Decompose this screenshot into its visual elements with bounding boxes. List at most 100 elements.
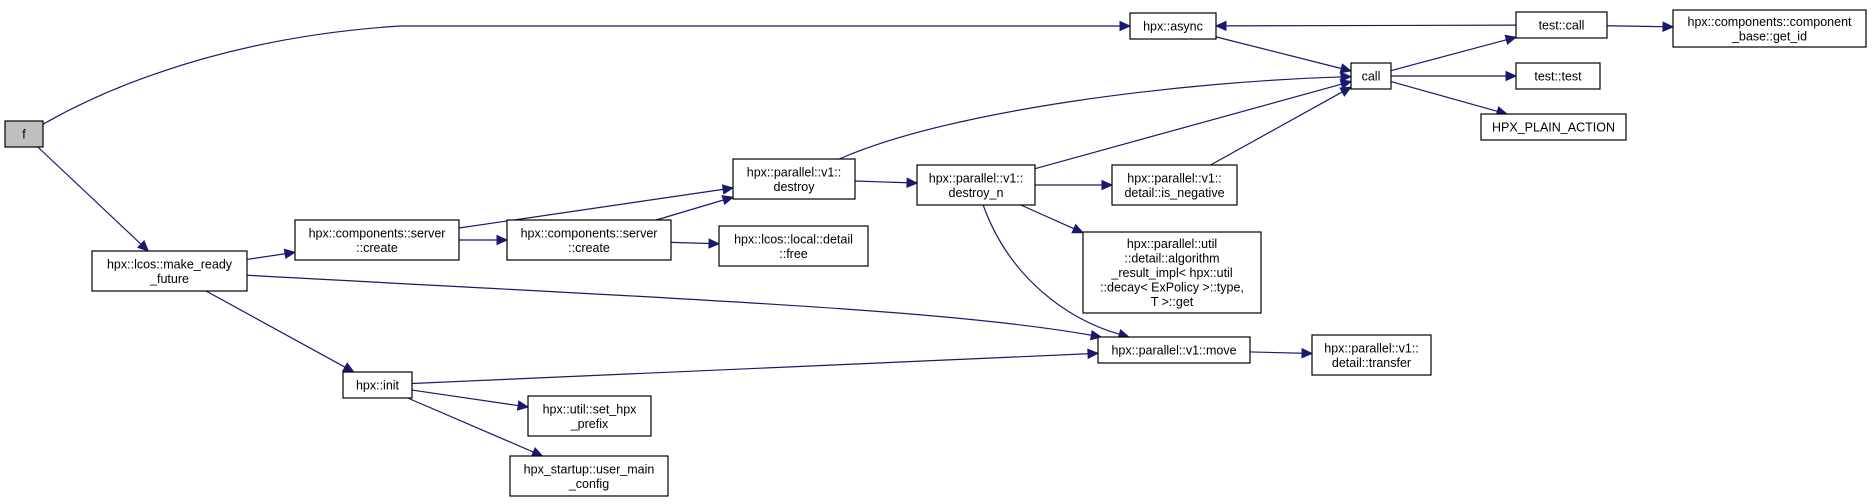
node-label-line: _prefix <box>570 417 609 431</box>
node-label-line: hpx_startup::user_main <box>524 462 655 476</box>
edge-mrf-to-init <box>205 290 355 373</box>
arrowhead-icon <box>721 195 735 206</box>
node-label-line: ::decay< ExPolicy >::type, <box>1100 281 1244 295</box>
edge-line <box>246 274 1092 336</box>
edge-testcall-to-getid <box>1606 21 1675 32</box>
node-label-line: test::call <box>1539 19 1585 33</box>
node-box[interactable] <box>527 395 652 437</box>
arrowhead-icon <box>496 234 509 246</box>
node-label-line: hpx::init <box>356 379 400 393</box>
edge-line <box>411 389 519 407</box>
node-box[interactable] <box>1672 9 1867 48</box>
node-sethpx[interactable]: hpx::util::set_hpx_prefix <box>527 395 652 437</box>
node-label-line: _base::get_id <box>1731 29 1807 43</box>
edge-screate2-to-destroy <box>656 195 735 221</box>
edge-isneg-to-call <box>1210 86 1353 166</box>
node-testtest[interactable]: test::test <box>1515 62 1601 90</box>
edge-call-to-plain <box>1390 81 1509 117</box>
edge-line <box>656 199 724 221</box>
arrowhead-icon <box>708 238 721 249</box>
node-call[interactable]: call <box>1350 62 1392 90</box>
arrowhead-icon <box>906 177 919 188</box>
node-box[interactable] <box>509 455 669 497</box>
node-label-line: hpx::components::server <box>309 226 446 240</box>
edge-destroyn-to-isneg <box>1035 179 1114 191</box>
node-box[interactable] <box>1480 113 1627 141</box>
arrowhead-icon <box>516 400 530 411</box>
node-screate1[interactable]: hpx::components::server::create <box>294 219 460 261</box>
edge-f-to-async <box>42 20 1132 125</box>
nodes-layer: f hpx::async test::call hpx::components::co… <box>4 9 1867 497</box>
node-label-line: hpx::parallel::v1:: <box>1127 171 1222 185</box>
edge-testcall-to-async <box>1214 20 1517 32</box>
edge-line <box>982 204 1120 335</box>
node-transfer[interactable]: hpx::parallel::v1::detail::transfer <box>1311 334 1432 376</box>
node-f[interactable]: f <box>4 120 44 148</box>
node-usermain[interactable]: hpx_startup::user_main_config <box>509 455 669 497</box>
node-screate2[interactable]: hpx::components::server::create <box>506 219 672 261</box>
edge-line <box>411 353 1089 385</box>
node-mrf[interactable]: hpx::lcos::make_ready_future <box>91 250 248 292</box>
node-label-line: hpx::lcos::local::detail <box>734 232 853 246</box>
edge-line <box>42 25 1120 125</box>
node-box[interactable] <box>1350 62 1392 90</box>
node-box[interactable] <box>916 164 1036 206</box>
edge-screate1-to-destroy <box>458 184 735 229</box>
node-box[interactable] <box>506 219 672 261</box>
node-box[interactable] <box>1111 164 1238 206</box>
edge-line <box>1225 24 1517 27</box>
node-async[interactable]: hpx::async <box>1129 12 1217 40</box>
node-label-line: f <box>22 128 26 142</box>
node-plain[interactable]: HPX_PLAIN_ACTION <box>1480 113 1627 141</box>
arrowhead-icon <box>1505 70 1518 82</box>
node-getid[interactable]: hpx::components::component_base::get_id <box>1672 9 1867 48</box>
arrowhead-icon <box>1339 86 1353 97</box>
node-label-line: call <box>1362 70 1381 84</box>
node-label-line: hpx::components::server <box>521 226 658 240</box>
node-box[interactable] <box>1097 336 1251 364</box>
node-box[interactable] <box>732 158 856 200</box>
node-init[interactable]: hpx::init <box>342 371 413 399</box>
node-box[interactable] <box>342 371 413 399</box>
node-label-line: hpx::parallel::v1:: <box>747 165 842 179</box>
node-box[interactable] <box>1129 12 1217 40</box>
node-free[interactable]: hpx::lcos::local::detail::free <box>718 225 869 267</box>
node-label-line: T >::get <box>1151 295 1194 309</box>
node-algres[interactable]: hpx::parallel::util::detail::algorithm_r… <box>1082 231 1262 314</box>
node-box[interactable] <box>1515 62 1601 90</box>
node-label-line: HPX_PLAIN_ACTION <box>1492 121 1615 135</box>
arrowhead-icon <box>283 248 297 260</box>
edge-init-to-sethpx <box>411 389 530 411</box>
edge-f-to-mrf <box>37 146 150 252</box>
node-destroy[interactable]: hpx::parallel::v1::destroy <box>732 158 856 200</box>
node-label-line: _config <box>568 477 609 491</box>
node-label-line: hpx::parallel::v1:: <box>1324 341 1419 355</box>
node-testcall[interactable]: test::call <box>1515 11 1608 39</box>
node-box[interactable] <box>718 225 869 267</box>
node-label-line: ::create <box>356 241 398 255</box>
node-label-line: detail::is_negative <box>1124 186 1224 200</box>
node-box[interactable] <box>294 219 460 261</box>
node-label-line: destroy <box>774 180 816 194</box>
node-box[interactable] <box>1311 334 1432 376</box>
arrowhead-icon <box>1340 71 1353 83</box>
node-box[interactable] <box>1082 231 1262 314</box>
node-box[interactable] <box>1515 11 1608 39</box>
arrowhead-icon <box>341 362 355 373</box>
node-label-line: ::detail::algorithm <box>1124 252 1219 266</box>
arrowhead-icon <box>1301 347 1314 359</box>
arrowhead-icon <box>1119 20 1132 32</box>
edge-line <box>205 290 346 368</box>
edge-line <box>1390 39 1507 72</box>
node-box[interactable] <box>91 250 248 292</box>
arrowhead-icon <box>530 446 544 457</box>
edge-line <box>1390 81 1498 112</box>
arrowhead-icon <box>1087 348 1100 360</box>
node-box[interactable] <box>4 120 44 148</box>
node-destroyn[interactable]: hpx::parallel::v1::destroy_n <box>916 164 1036 206</box>
arrowhead-icon <box>1339 79 1353 90</box>
node-move[interactable]: hpx::parallel::v1::move <box>1097 336 1251 364</box>
edge-mrf-to-move <box>246 274 1103 341</box>
node-isneg[interactable]: hpx::parallel::v1::detail::is_negative <box>1111 164 1238 206</box>
